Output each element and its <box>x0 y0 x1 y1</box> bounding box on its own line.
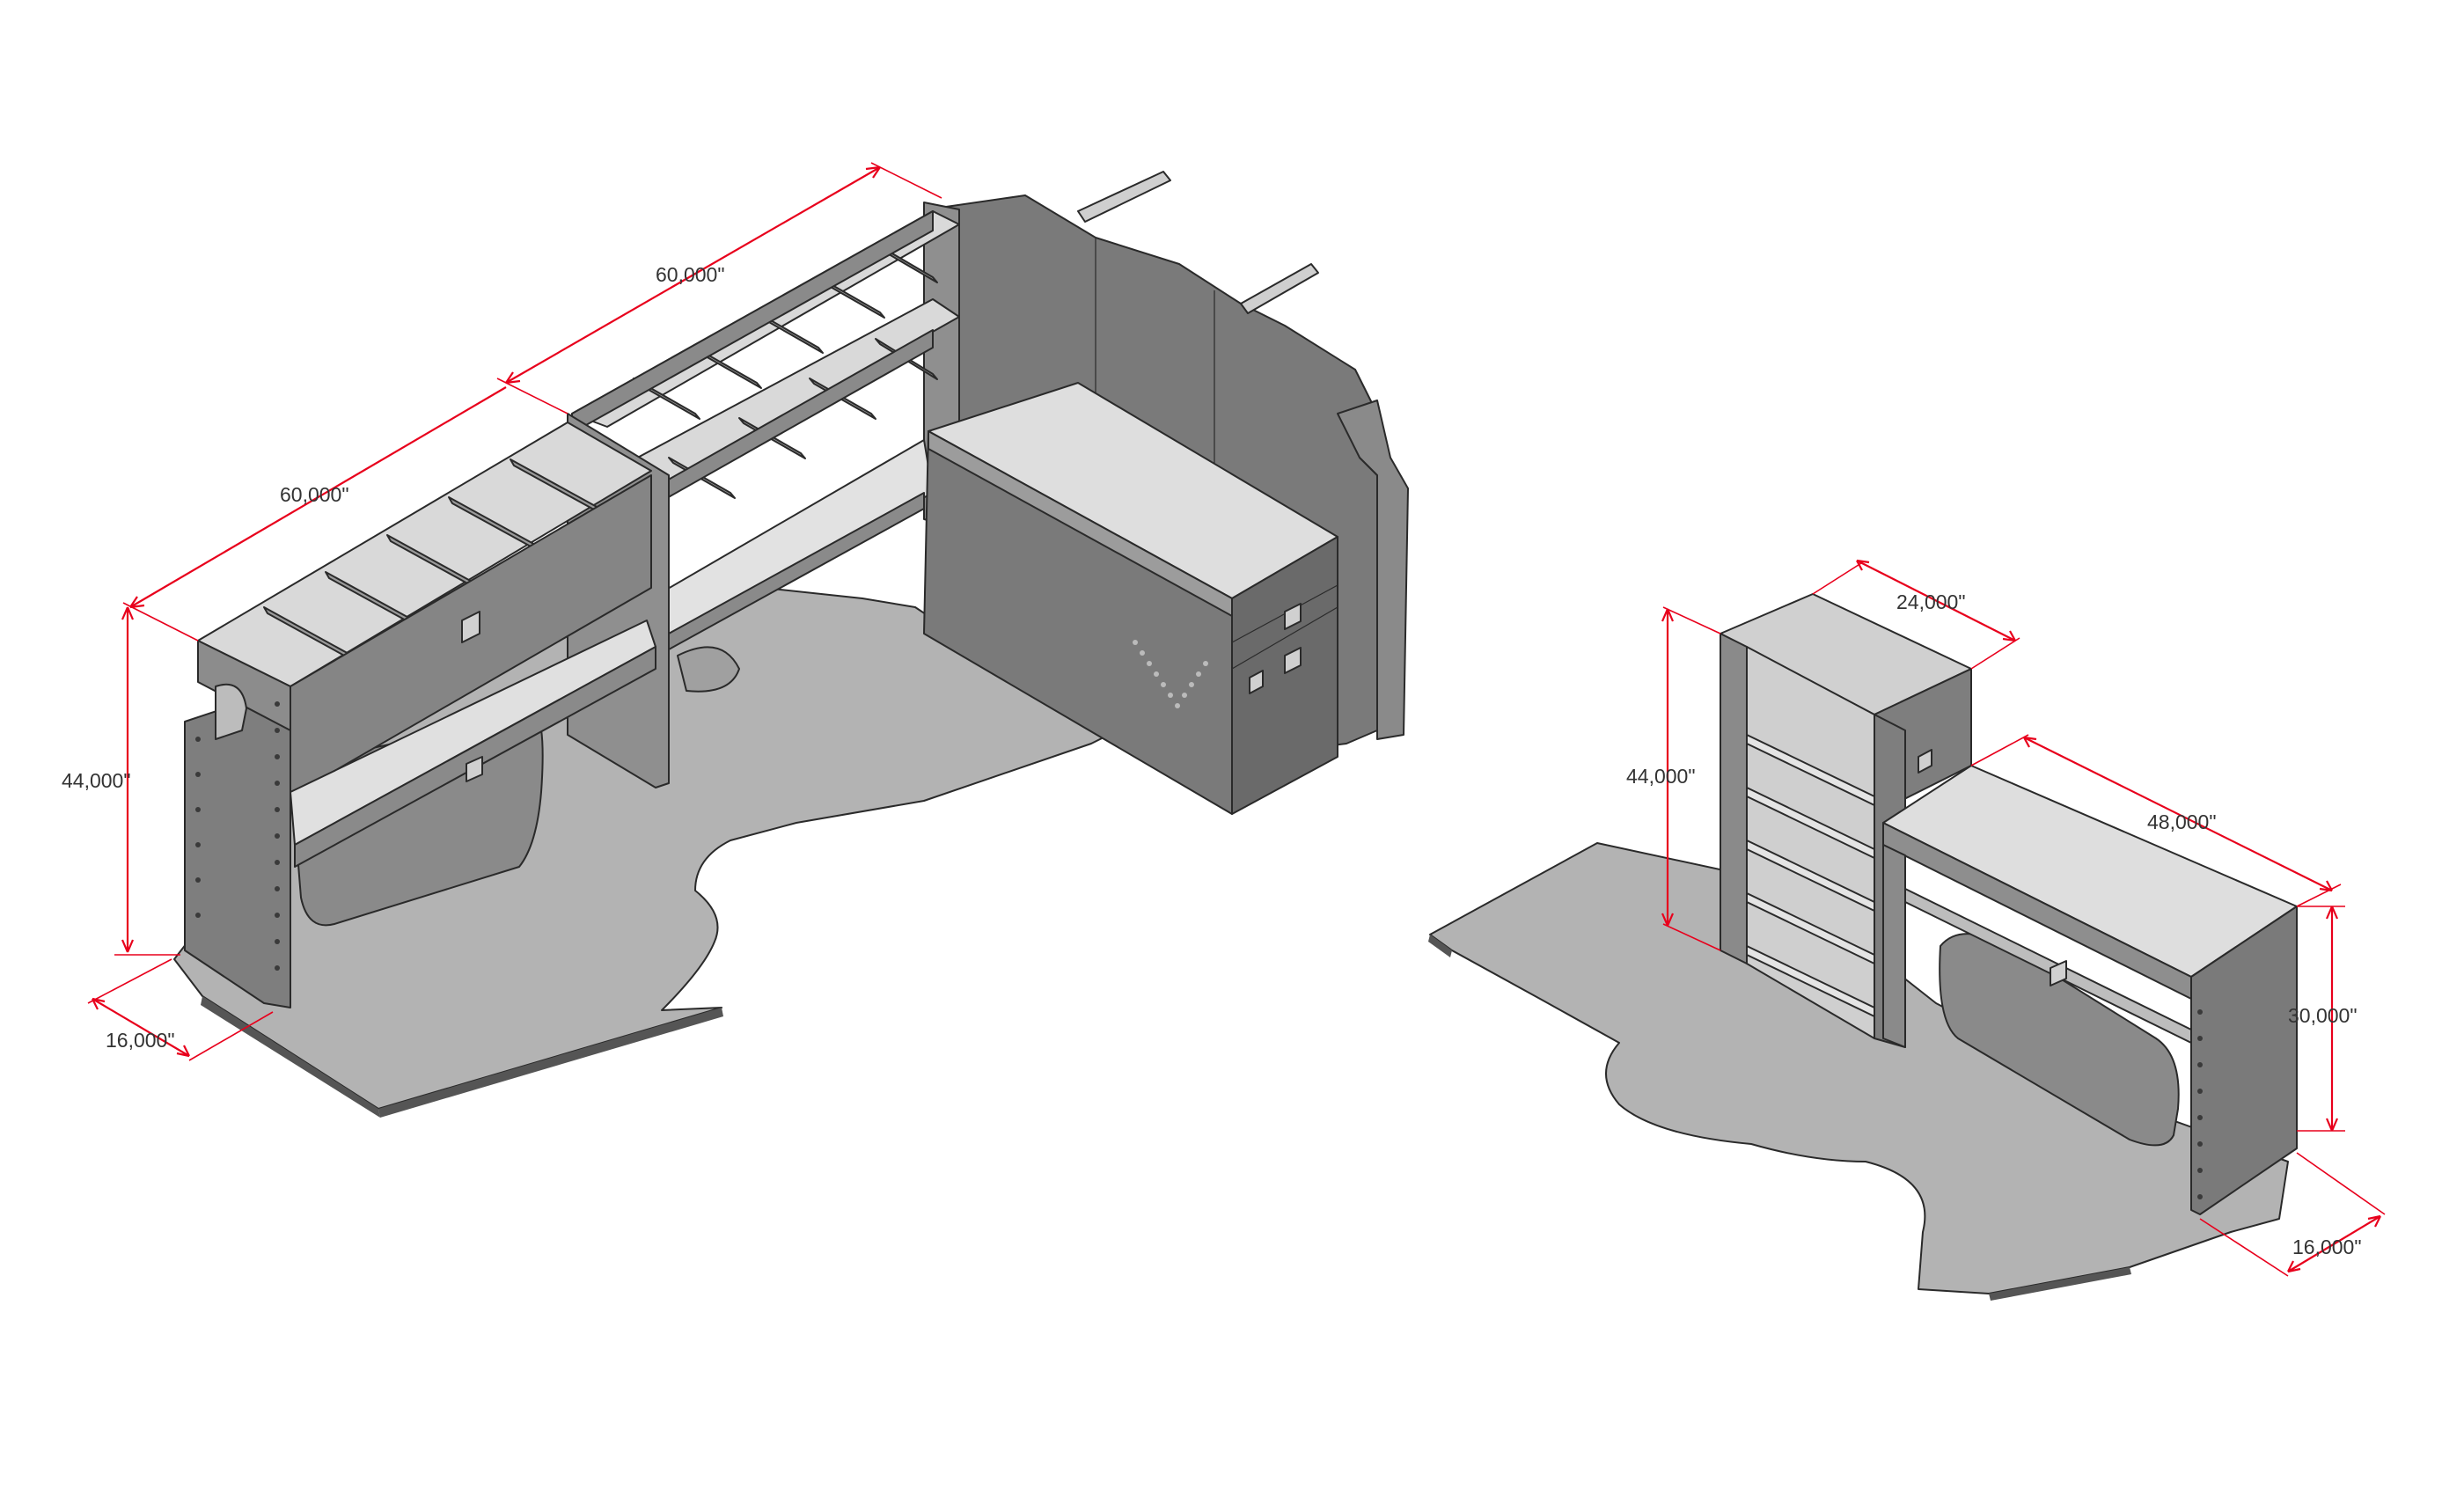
bench-end-holes <box>2197 1009 2203 1199</box>
dim-label-right-height: 44,000" <box>1626 765 1696 788</box>
dim-label-right-depth: 16,000" <box>2292 1236 2362 1258</box>
left-end-panel <box>184 686 291 1008</box>
left-end-cutout <box>215 683 247 740</box>
dim-line-width <box>1856 560 2016 642</box>
dim-label-width: 24,000" <box>1896 590 1966 613</box>
drawer-latch-1 <box>1284 603 1302 630</box>
dim-label-depth: 16,000" <box>106 1029 175 1052</box>
front-latch <box>461 611 480 643</box>
tall-unit-latch <box>1918 749 1932 774</box>
dim-label-height: 44,000" <box>62 769 131 792</box>
left-dimensions: 60,000" 60,000" 44,000" 16,000" <box>62 162 942 1061</box>
drawer-latch-3 <box>1249 670 1264 694</box>
mount-strap-lower <box>1240 263 1319 314</box>
left-end-panel-top <box>197 640 291 731</box>
mount-strap-upper <box>1077 171 1171 223</box>
tall-unit-left-face <box>1720 633 1748 964</box>
dim-line-depth <box>92 998 190 1057</box>
left-assembly <box>173 171 1409 1118</box>
drawer-latch-2 <box>1284 647 1302 674</box>
bench-right-end <box>2190 906 2298 1215</box>
front-low-lip <box>294 646 656 868</box>
bench-latch <box>2050 960 2067 986</box>
front-dividers <box>263 458 603 663</box>
dim-label-length-front: 60,000" <box>280 483 349 506</box>
cabinet-right-face <box>1231 536 1338 815</box>
left-floor-edge <box>201 996 380 1118</box>
bench-lower-rail <box>1904 888 2192 1044</box>
dim-label-right-length: 48,000" <box>2147 810 2217 833</box>
dim-line-length-back <box>505 166 881 384</box>
dim-label-length-back: 60,000" <box>656 263 725 286</box>
right-assembly <box>1428 593 2298 1301</box>
end-panel-holes <box>195 701 280 971</box>
bulkhead-side-bracket <box>1337 400 1409 740</box>
vlogo-dots <box>1133 640 1208 708</box>
dim-line-right-depth <box>2287 1215 2381 1272</box>
right-dimensions: 24,000" 44,000" 48,000" 30,000" 16,000" <box>1626 559 2386 1277</box>
dim-label-bench-height: 30,000" <box>2288 1004 2358 1027</box>
right-floor-edge-2 <box>1989 1267 2131 1301</box>
bench-left-leg <box>1882 844 1906 1048</box>
dim-line-length-front <box>129 386 507 608</box>
right-floor-edge <box>1428 935 1452 957</box>
seat-base <box>677 646 740 693</box>
front-low-latch <box>466 756 483 782</box>
dim-line-right-length <box>2023 737 2333 891</box>
cabinet-top-rail <box>928 430 1233 617</box>
tall-unit-shelves <box>1746 734 1875 1017</box>
left-floor-edge-2 <box>378 1008 723 1118</box>
